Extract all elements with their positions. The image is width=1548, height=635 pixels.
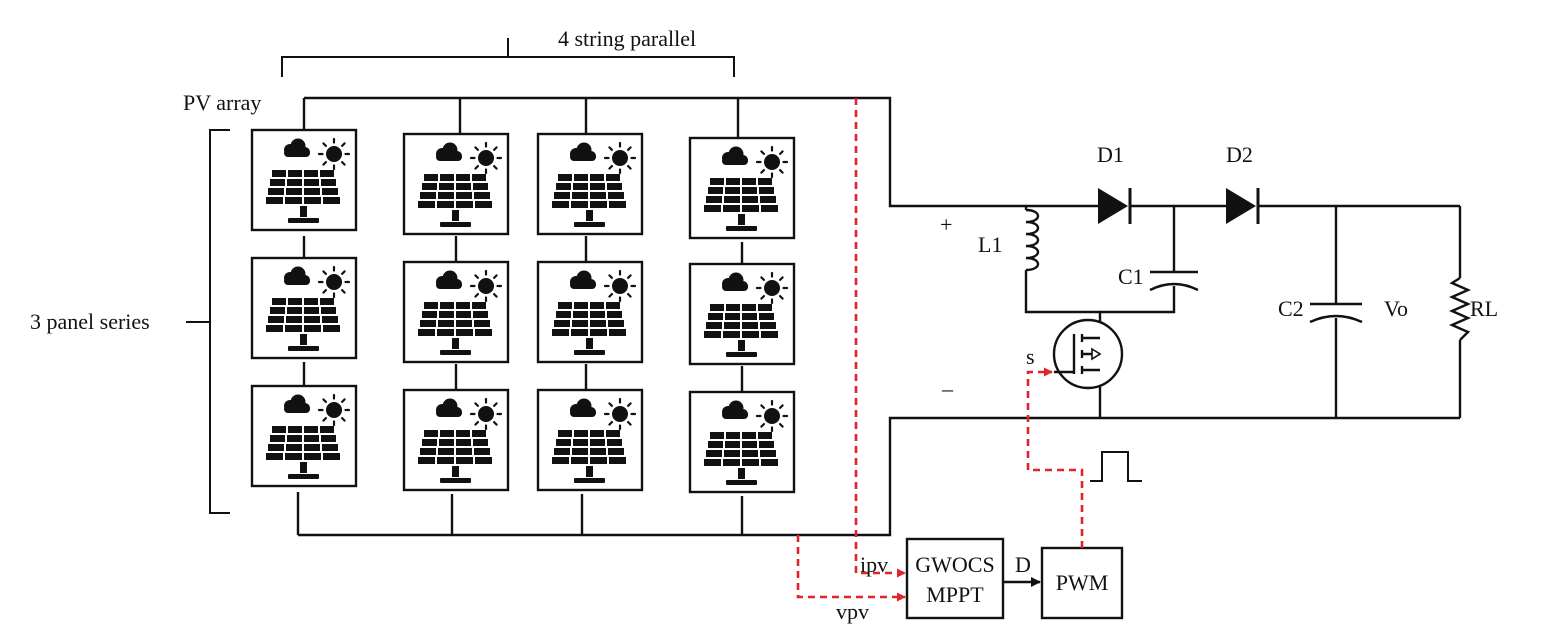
vo-label: Vo — [1384, 296, 1408, 321]
diode-icon — [1226, 188, 1260, 224]
signal-lines — [796, 98, 1084, 602]
duty-label: D — [1015, 552, 1031, 577]
gate-s-label: s — [1026, 344, 1035, 369]
mppt-label-line2: MPPT — [926, 582, 984, 607]
solar-panel-icon — [250, 384, 358, 488]
panel-series-label: 3 panel series — [30, 309, 150, 334]
inductor-icon — [1025, 208, 1040, 272]
string-parallel-bracket — [281, 38, 735, 77]
solar-panel-icon — [536, 260, 644, 364]
pwm-block: PWM — [1040, 546, 1124, 620]
capacitor-icon — [1149, 270, 1199, 292]
string-parallel-label: 4 string parallel — [558, 26, 696, 51]
capacitor-icon — [1309, 302, 1363, 324]
pwm-label: PWM — [1056, 570, 1109, 595]
solar-panel-icon — [536, 388, 644, 492]
c1-label: C1 — [1118, 264, 1144, 289]
minus-label: – — [941, 376, 954, 401]
solar-panel-icon — [402, 132, 510, 236]
solar-panel-icon — [402, 260, 510, 364]
pv-array-wiring — [296, 96, 1100, 537]
mppt-block: GWOCS MPPT — [905, 537, 1005, 620]
solar-panel-icon — [402, 388, 510, 492]
panel-series-bracket — [186, 129, 230, 514]
pv-array-label: PV array — [183, 90, 261, 115]
vpv-label: vpv — [836, 599, 869, 624]
d2-label: D2 — [1226, 142, 1253, 167]
c2-label: C2 — [1278, 296, 1304, 321]
mppt-label-line1: GWOCS — [915, 552, 994, 577]
solar-panel-icon — [688, 390, 796, 494]
solar-panel-icon — [250, 256, 358, 360]
resistor-icon — [1449, 276, 1471, 341]
solar-panel-icon — [536, 132, 644, 236]
diode-icon — [1098, 188, 1132, 224]
solar-panel-icon — [688, 262, 796, 366]
pv-panels — [250, 128, 796, 494]
plus-label: + — [940, 212, 952, 237]
pulse-icon — [1090, 451, 1142, 482]
rl-label: RL — [1470, 296, 1498, 321]
solar-panel-icon — [250, 128, 358, 232]
ipv-label: ipv — [860, 552, 888, 577]
l1-label: L1 — [978, 232, 1002, 257]
solar-panel-icon — [688, 136, 796, 240]
mosfet-icon — [1052, 318, 1124, 390]
d1-label: D1 — [1097, 142, 1124, 167]
